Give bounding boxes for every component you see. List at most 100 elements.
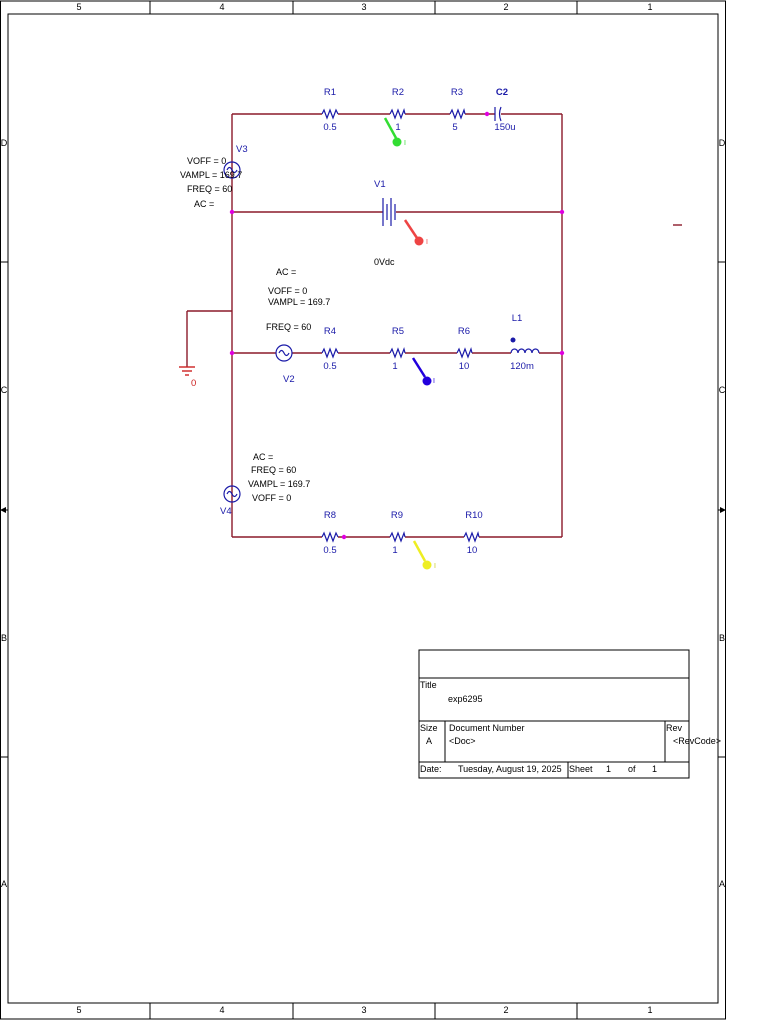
column-label: 4 (219, 1005, 224, 1015)
row-label: D (1, 138, 8, 148)
resistor-r1[interactable]: R1 0.5 (321, 87, 339, 133)
title-value: exp6295 (448, 694, 483, 704)
r9-value: 1 (392, 545, 397, 556)
r1-value: 0.5 (323, 122, 336, 133)
title-block: Title exp6295 Size A Document Number <Do… (418, 649, 721, 779)
resistor-r5[interactable]: R5 1 (389, 326, 406, 372)
v3-ac: AC = (194, 199, 214, 209)
current-probe-yellow[interactable]: I (412, 540, 436, 570)
column-label: 3 (361, 1005, 366, 1015)
resistor-r9[interactable]: R9 1 (389, 510, 406, 556)
v4-ac: AC = (253, 452, 273, 462)
r1-ref: R1 (324, 87, 336, 98)
voltage-source-v4[interactable]: V4 AC = FREQ = 60 VAMPL = 169.7 VOFF = 0 (220, 452, 310, 517)
date-value: Tuesday, August 19, 2025 (458, 764, 562, 774)
r6-ref: R6 (458, 326, 470, 337)
current-probe-blue[interactable]: I (411, 357, 435, 386)
r5-ref: R5 (392, 326, 404, 337)
r2-ref: R2 (392, 87, 404, 98)
r3-ref: R3 (451, 87, 463, 98)
resistor-r4[interactable]: R4 0.5 (321, 326, 339, 372)
row-label: B (719, 633, 725, 643)
resistor-r2[interactable]: R2 1 (389, 87, 406, 133)
column-label: 3 (361, 2, 366, 12)
voltage-source-v2[interactable]: V2 AC = VOFF = 0 VAMPL = 169.7 FREQ = 60 (266, 267, 330, 385)
v4-ref: V4 (220, 506, 232, 517)
r8-ref: R8 (324, 510, 336, 521)
probe-label: I (434, 563, 436, 570)
column-label: 4 (219, 2, 224, 12)
row-label: B (1, 633, 7, 643)
column-label: 1 (647, 2, 652, 12)
r10-ref: R10 (465, 510, 482, 521)
dc-source-v1[interactable]: V1 0Vdc (374, 179, 396, 267)
c2-value: 150u (494, 122, 515, 133)
docnum-label: Document Number (449, 723, 525, 733)
v3-freq: FREQ = 60 (187, 184, 232, 194)
row-label: C (719, 385, 726, 395)
r4-ref: R4 (324, 326, 336, 337)
v1-value: 0Vdc (374, 257, 395, 267)
title-label: Title (420, 680, 437, 690)
r4-value: 0.5 (323, 361, 336, 372)
row-label: C (1, 385, 8, 395)
v2-voff: VOFF = 0 (268, 286, 307, 296)
column-label: 5 (76, 2, 81, 12)
size-value: A (426, 736, 432, 746)
v3-ref: V3 (236, 144, 248, 155)
r6-value: 10 (459, 361, 470, 372)
r5-value: 1 (392, 361, 397, 372)
doc-value: <Doc> (449, 736, 476, 746)
l1-ref: L1 (512, 313, 523, 324)
row-label: A (1, 879, 7, 889)
of-value: 1 (652, 764, 657, 774)
v2-ref: V2 (283, 374, 295, 385)
v1-ref: V1 (374, 179, 386, 190)
sheet-label: Sheet (569, 764, 593, 774)
column-label: 2 (503, 2, 508, 12)
rev-label: Rev (666, 723, 683, 733)
wires (186, 113, 682, 538)
ground-label: 0 (191, 378, 196, 389)
current-probe-red[interactable]: I (403, 219, 428, 246)
v3-vampl: VAMPL = 169.7 (180, 170, 242, 180)
v2-ac: AC = (276, 267, 296, 277)
probe-label: I (404, 140, 406, 147)
size-label: Size (420, 723, 438, 733)
c2-ref: C2 (496, 87, 508, 98)
of-label: of (628, 764, 636, 774)
v2-freq: FREQ = 60 (266, 322, 311, 332)
v2-vampl: VAMPL = 169.7 (268, 297, 330, 307)
row-label: A (719, 879, 725, 889)
capacitor-c2[interactable]: C2 150u (494, 87, 516, 133)
r2-value: 1 (395, 122, 400, 133)
voltage-source-v3[interactable]: V3 VOFF = 0 VAMPL = 169.7 FREQ = 60 AC = (180, 144, 248, 209)
r3-value: 5 (452, 122, 457, 133)
junction-nodes (229, 111, 565, 540)
r10-value: 10 (467, 545, 478, 556)
r9-ref: R9 (391, 510, 403, 521)
inductor-l1[interactable]: L1 120m (510, 313, 540, 372)
v4-voff: VOFF = 0 (252, 493, 291, 503)
v3-voff: VOFF = 0 (187, 156, 226, 166)
row-label: D (719, 138, 726, 148)
column-label: 5 (76, 1005, 81, 1015)
ground-symbol: 0 (179, 366, 196, 389)
column-label: 1 (647, 1005, 652, 1015)
date-label: Date: (420, 764, 442, 774)
probe-label: I (426, 239, 428, 246)
drawing-frame (0, 0, 726, 1020)
resistor-r3[interactable]: R3 5 (449, 87, 466, 133)
current-probe-green[interactable]: I (383, 117, 406, 147)
sheet-value: 1 (606, 764, 611, 774)
v4-freq: FREQ = 60 (251, 465, 296, 475)
l1-value: 120m (510, 361, 534, 372)
probe-label: I (433, 378, 435, 385)
v4-vampl: VAMPL = 169.7 (248, 479, 310, 489)
resistor-r8[interactable]: R8 0.5 (321, 510, 339, 556)
resistor-r10[interactable]: R10 10 (463, 510, 483, 556)
resistor-r6[interactable]: R6 10 (456, 326, 473, 372)
r8-value: 0.5 (323, 545, 336, 556)
rev-value: <RevCode> (673, 736, 721, 746)
